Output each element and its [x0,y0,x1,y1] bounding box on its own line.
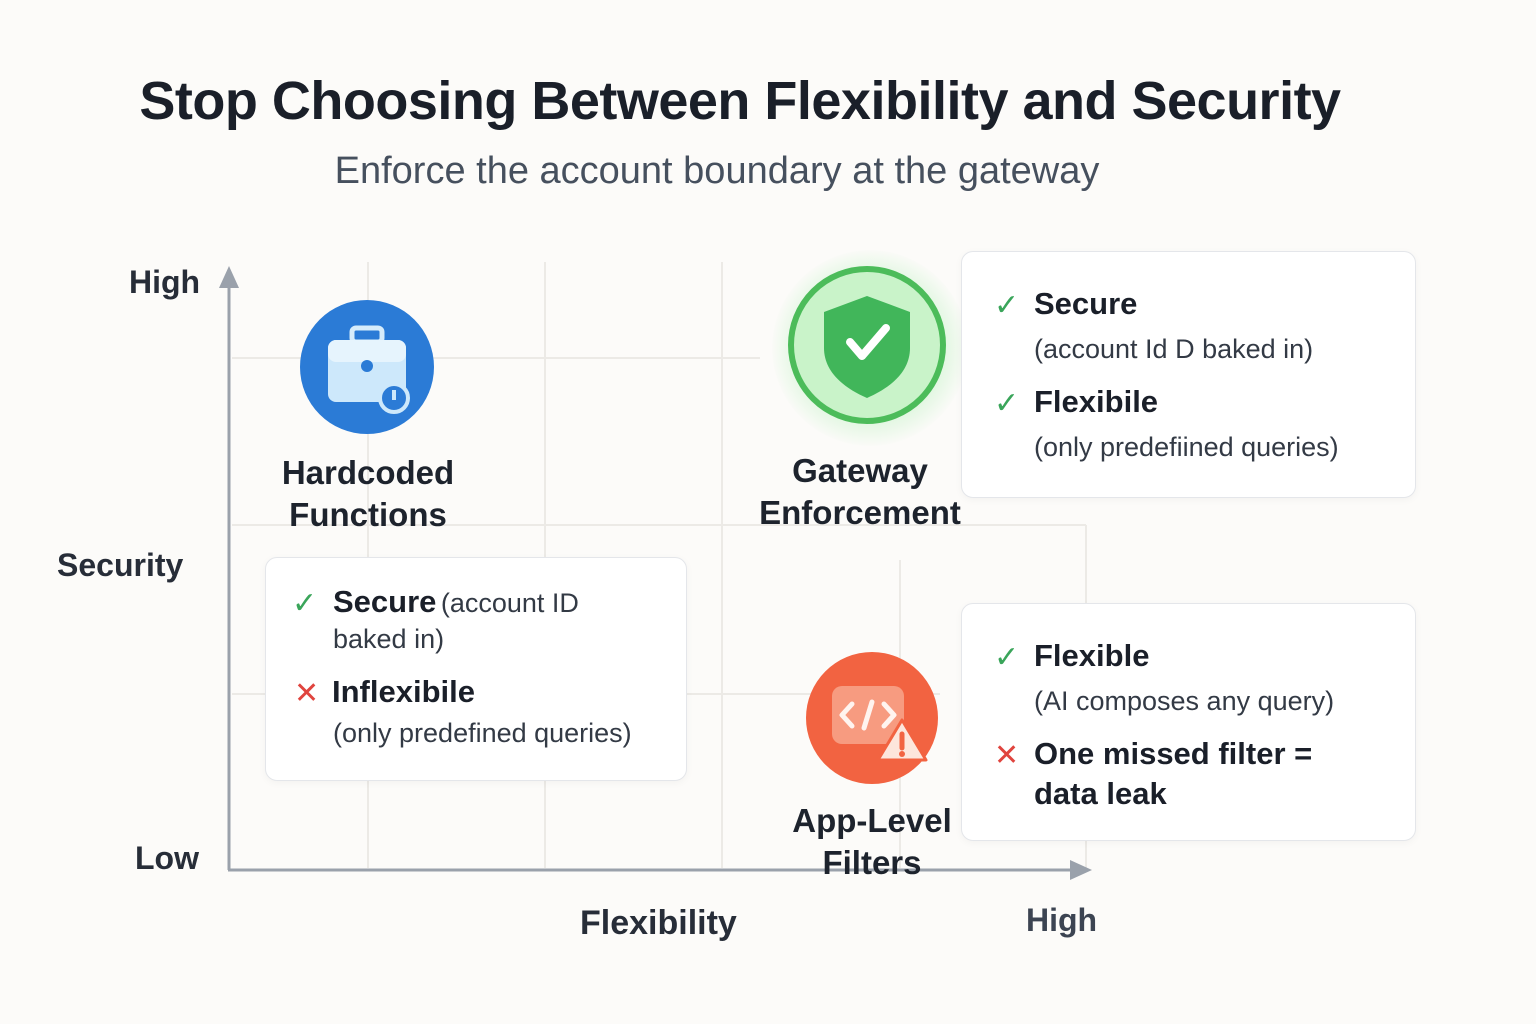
hardcoded-label-line1: Hardcoded [281,454,455,491]
code-warning-icon [832,686,928,762]
gateway-enforcement-label: Gateway Enforcement [740,450,980,534]
y-axis-arrow-icon [219,266,239,288]
cross-icon: ✕ [294,677,320,710]
hardcoded-functions-label: Hardcoded Functions [248,452,488,536]
page-title: Stop Choosing Between Flexibility and Se… [139,71,1341,131]
x-axis-title: Flexibility [580,904,737,942]
hardcoded-functions-card: ✓ Secure (account ID baked in) ✕ Inflexi… [265,557,687,781]
x-axis [228,860,1092,880]
hardcoded-secure-note-b: baked in) [333,624,445,654]
shield-check-icon [824,296,910,398]
check-icon: ✓ [292,587,318,620]
app-level-filters-card: ✓ Flexible (AI composes any query) ✕ One… [961,603,1416,841]
hardcoded-item-secure: Secure (account ID [333,584,579,620]
app-level-filters-label: App-Level Filters [772,800,972,884]
cross-icon: ✕ [994,739,1020,772]
gateway-secure-note: (account Id D baked in) [1034,334,1314,364]
gateway-label-line1: Gateway [792,452,928,489]
app-level-filters-badge [806,652,938,784]
hardcoded-label-line2: Functions [289,496,447,533]
applevel-flexible-note: (AI composes any query) [1034,686,1335,716]
hardcoded-inflexible-note: (only predefined queries) [333,718,632,748]
x-axis-arrow-icon [1070,860,1092,880]
check-icon: ✓ [994,289,1020,322]
y-axis [219,266,239,870]
applevel-risk-title-b: data leak [1034,776,1167,811]
gateway-enforcement-badge [788,266,946,424]
applevel-label-line1: App-Level [792,802,952,839]
page-subtitle: Enforce the account boundary at the gate… [334,150,1100,192]
applevel-risk-title-a: One missed filter = [1034,736,1313,771]
gateway-flexible-note: (only predefiined queries) [1034,432,1339,462]
applevel-flexible-title: Flexible [1034,638,1150,673]
check-icon: ✓ [994,387,1020,420]
y-axis-title: Security [57,547,184,583]
gateway-label-line2: Enforcement [759,494,961,531]
y-axis-low-label: Low [135,840,199,876]
hardcoded-inflexible-title: Inflexibile [332,674,475,709]
applevel-label-line2: Filters [822,844,922,881]
hardcoded-functions-badge [300,300,434,434]
gateway-flexible-title: Flexibile [1034,384,1159,419]
check-icon: ✓ [994,641,1020,674]
gateway-enforcement-card: ✓ Secure (account Id D baked in) ✓ Flexi… [961,251,1416,498]
x-axis-high-label: High [1026,902,1098,938]
hardcoded-secure-note-a: (account ID [440,588,579,618]
hardcoded-secure-title: Secure [333,584,437,619]
y-axis-high-label: High [129,264,201,300]
toolbox-icon [328,325,410,414]
gateway-secure-title: Secure [1034,286,1138,321]
